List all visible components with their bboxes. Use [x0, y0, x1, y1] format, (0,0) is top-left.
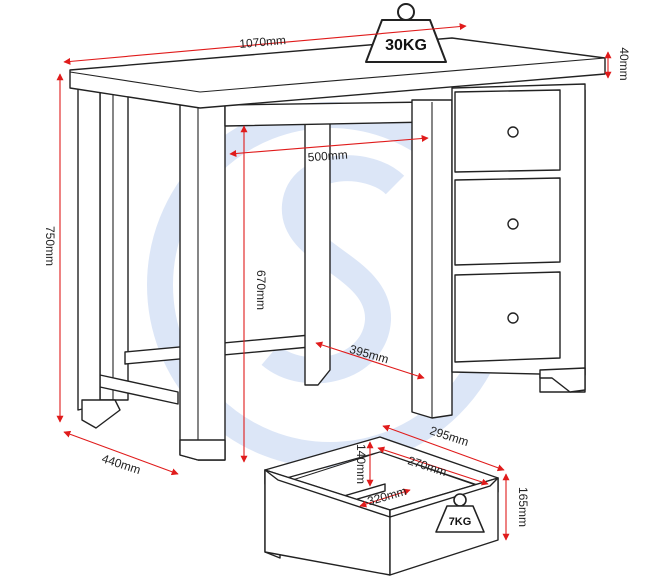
kneehole-width-arrow [229, 135, 429, 157]
kneehole-width-label: 500mm [307, 148, 348, 165]
drawer-front-top [454, 89, 561, 173]
desk-top-thickness-label: 40mm [617, 47, 631, 80]
drawer-inner-height-label: 140mm [354, 444, 368, 484]
desk-height-label: 750mm [43, 226, 57, 266]
desk-max-load-label: 30KG [385, 37, 427, 54]
desk-width-arrow [63, 23, 467, 65]
desk-depth-arrow [63, 430, 179, 476]
drawer-front-middle [454, 177, 561, 266]
desk [69, 37, 606, 461]
desk-depth-label: 440mm [100, 451, 142, 477]
weight-icon [435, 493, 485, 533]
drawer-inner-width-arrow [359, 488, 411, 508]
drawer-box [264, 436, 499, 576]
kneehole-depth-arrow [315, 341, 425, 380]
kneehole-height-label: 670mm [254, 270, 268, 310]
drawer-outer-height-label: 165mm [516, 487, 530, 527]
drawer-inner-depth-arrow [377, 446, 489, 486]
desk-width-label: 1070mm [239, 33, 287, 51]
drawer-max-load-label: 7KG [449, 516, 472, 528]
drawer-front-bottom [454, 271, 561, 363]
